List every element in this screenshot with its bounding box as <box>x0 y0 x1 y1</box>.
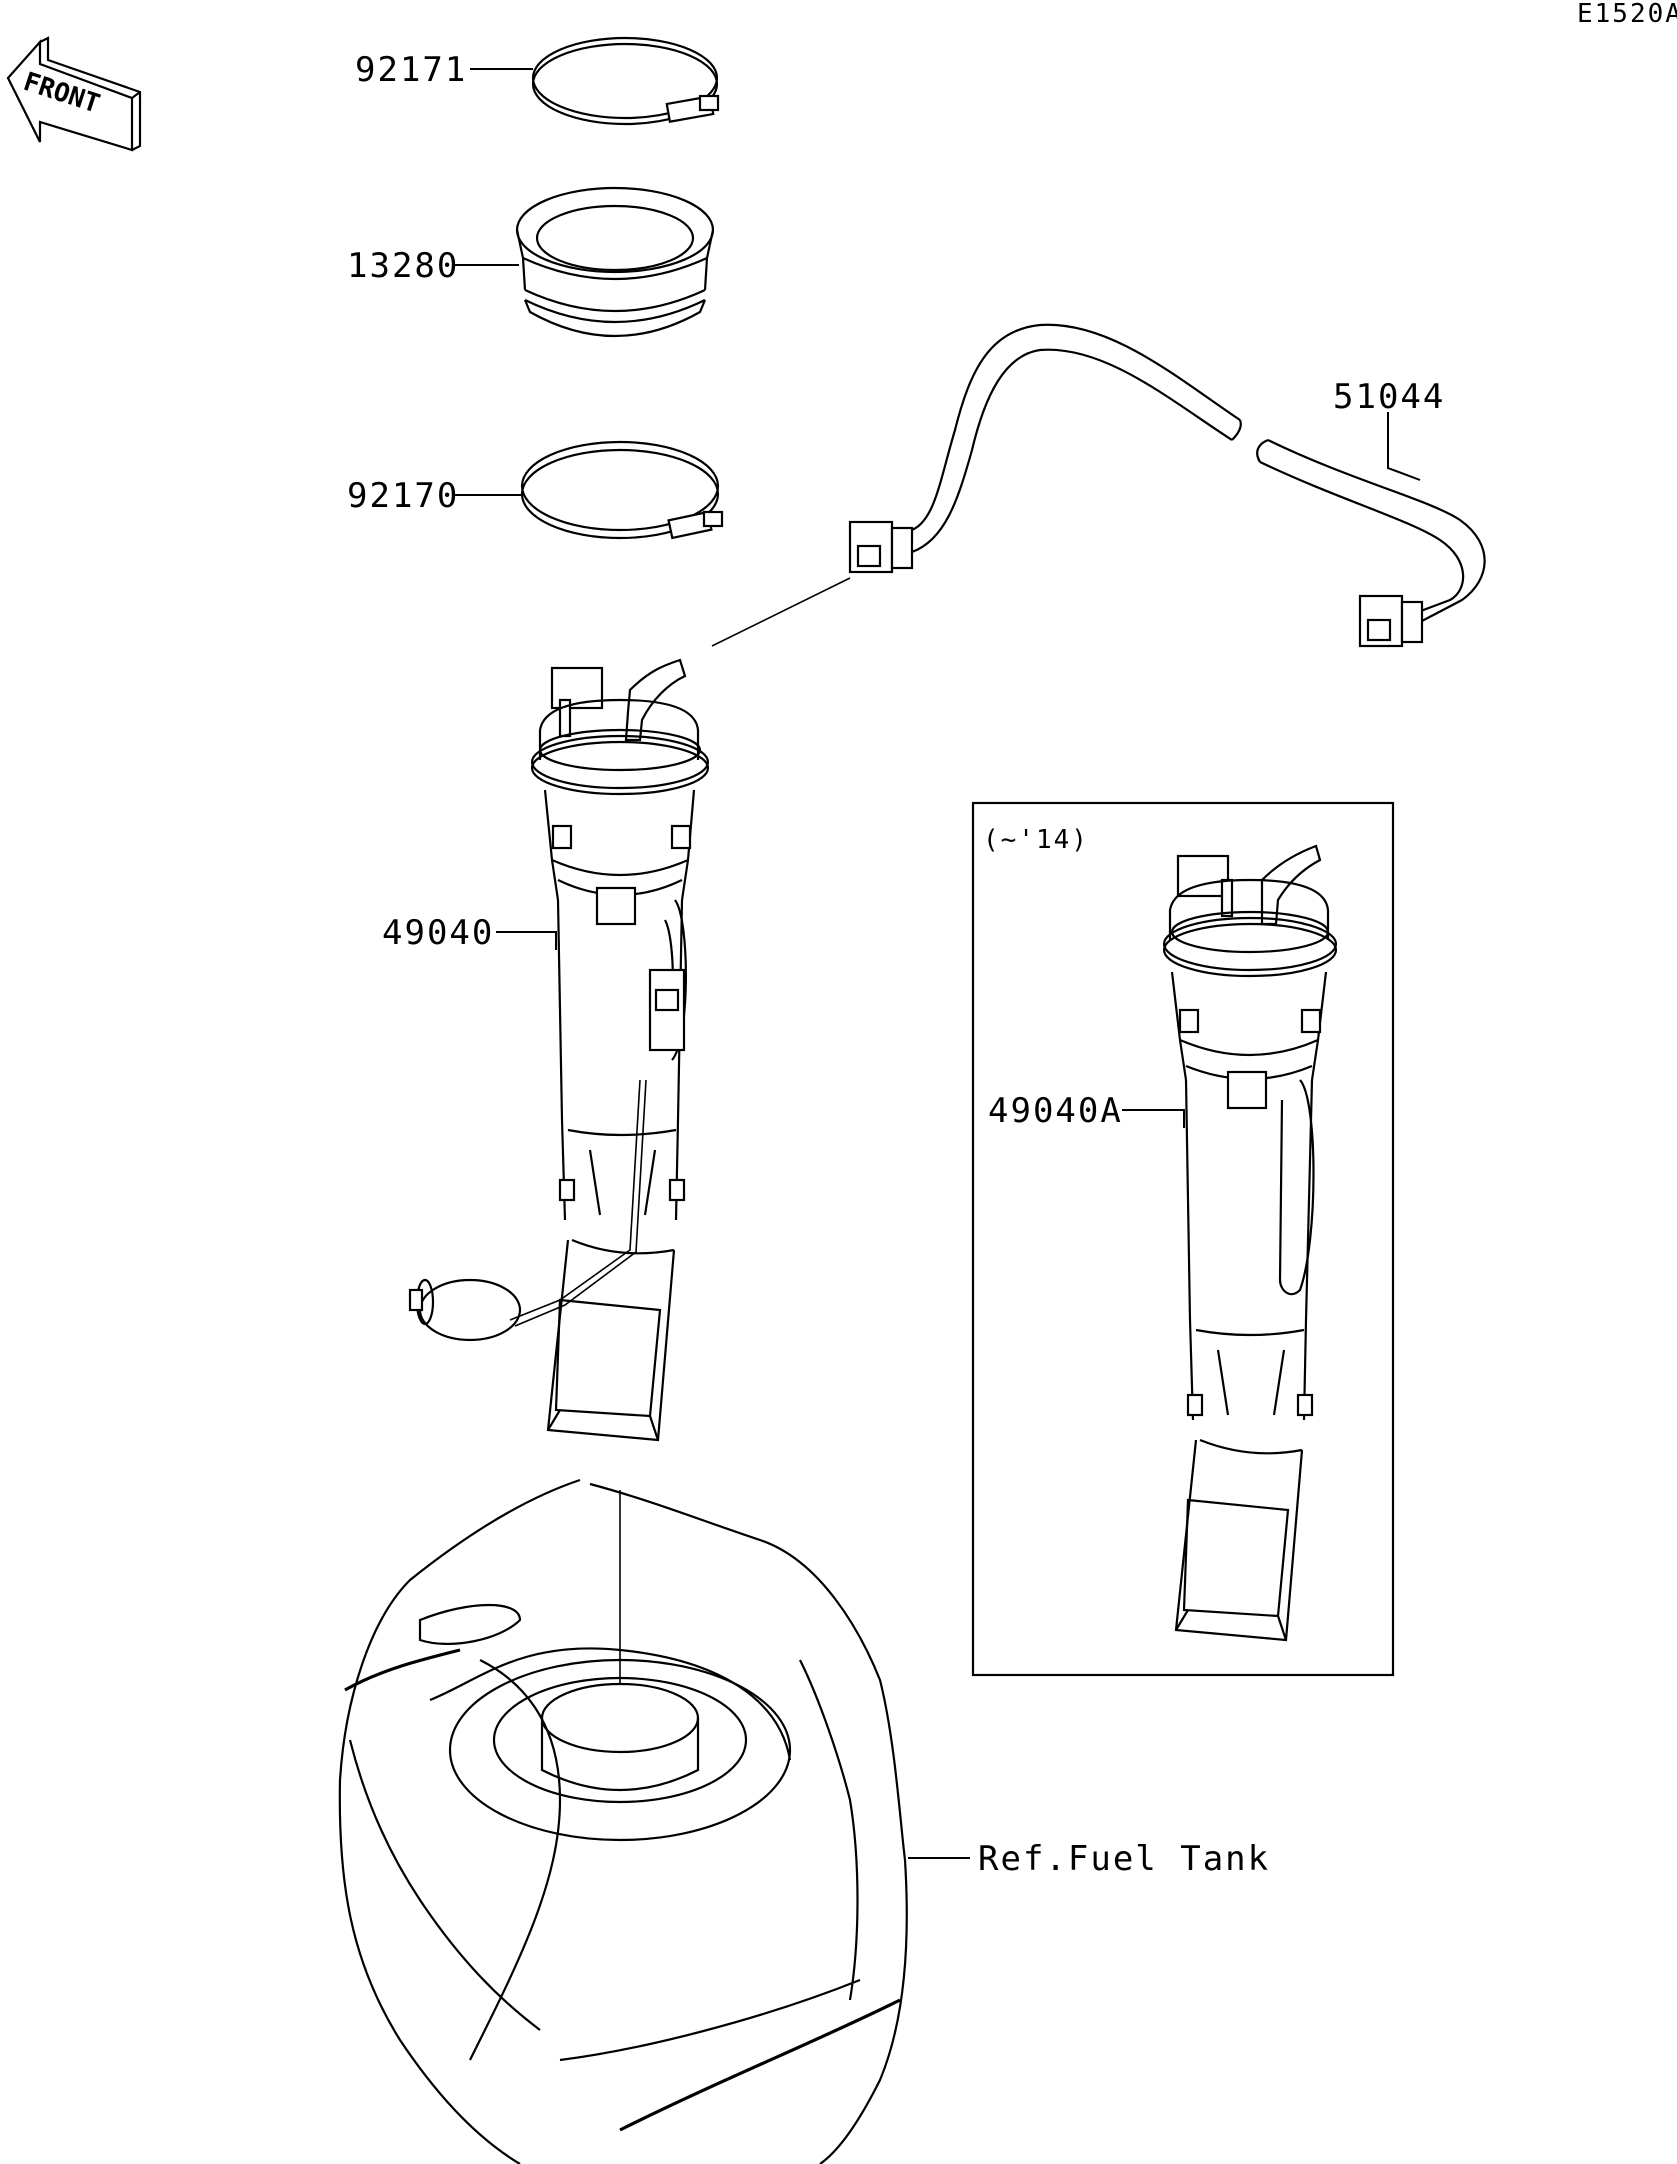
part-label-13280: 13280 <box>347 246 459 286</box>
wire-lead-51044 <box>711 323 1486 648</box>
front-arrow-icon: FRONT <box>6 36 142 152</box>
fuel-pump-49040 <box>408 658 710 1442</box>
part-label-92171: 92171 <box>355 50 467 90</box>
leader-49040 <box>496 931 557 950</box>
fuel-pump-49040A <box>1162 844 1338 1642</box>
part-label-49040A: 49040A <box>988 1091 1123 1131</box>
inset-label: (~'14) <box>983 825 1089 855</box>
clamp-92170 <box>520 440 724 540</box>
leader-49040A <box>1122 1109 1185 1128</box>
part-label-49040: 49040 <box>382 913 494 953</box>
reference-label-fuel-tank: Ref.Fuel Tank <box>978 1839 1270 1879</box>
inset-frame <box>971 801 1395 1677</box>
part-label-51044: 51044 <box>1333 377 1445 417</box>
part-label-92170: 92170 <box>347 476 459 516</box>
clamp-92171 <box>531 36 720 126</box>
leader-51044 <box>1387 412 1421 481</box>
drawing-id: E1520A <box>1577 0 1677 29</box>
gasket-13280 <box>515 186 715 338</box>
fuel-tank-reference <box>338 1478 908 2164</box>
